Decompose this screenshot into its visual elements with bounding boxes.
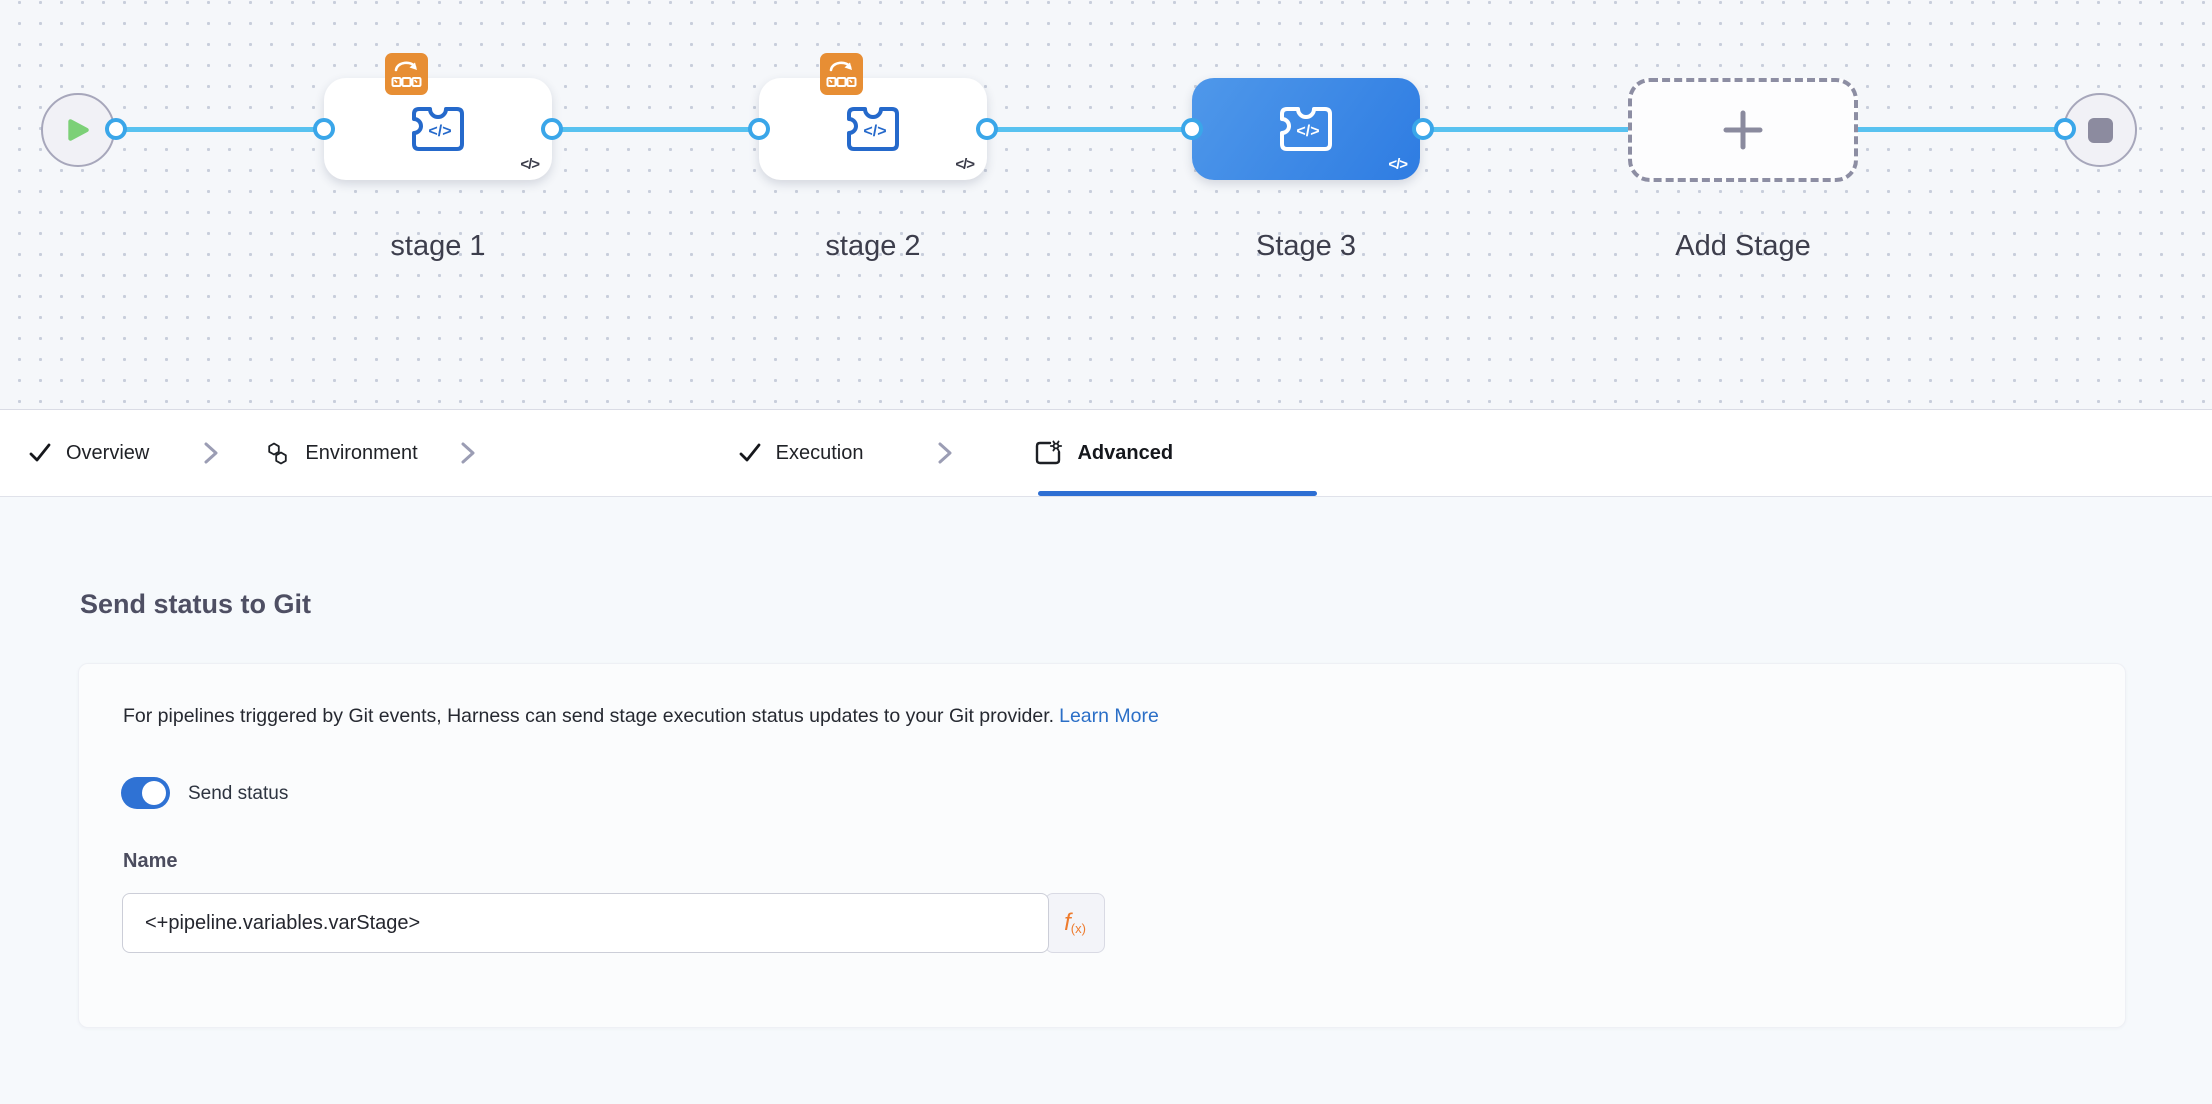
chevron-right-icon	[459, 440, 477, 466]
yaml-code-glyph: </>	[1388, 156, 1408, 173]
name-field-label: Name	[123, 850, 178, 872]
learn-more-link[interactable]: Learn More	[1059, 705, 1159, 727]
section-heading: Send status to Git	[80, 589, 312, 619]
port-stage1-in[interactable]	[313, 118, 335, 140]
yaml-code-glyph: </>	[955, 156, 975, 173]
rolling-update-badge-icon	[385, 53, 428, 95]
pipeline-connector-line	[78, 127, 2100, 132]
tab-overview[interactable]: Overview	[28, 441, 149, 465]
stage-code-glyph: </>	[428, 123, 451, 140]
name-input[interactable]	[122, 893, 1049, 953]
port-stage1-out[interactable]	[541, 118, 563, 140]
stage-card-stage-3-selected[interactable]: </> </>	[1192, 78, 1420, 180]
port-stage2-out[interactable]	[976, 118, 998, 140]
stage-code-glyph: </>	[1296, 123, 1319, 140]
tab-environment[interactable]: Environment	[264, 440, 418, 467]
fx-glyph: f	[1064, 909, 1071, 936]
tab-label: Execution	[775, 441, 864, 464]
tab-label: Overview	[66, 441, 150, 464]
toggle-label: Send status	[188, 783, 289, 804]
panel-gear-icon	[1036, 440, 1063, 465]
stage-label: stage 1	[390, 230, 486, 262]
check-icon	[739, 443, 761, 462]
stage-card-stage-1[interactable]: </> </>	[324, 53, 552, 180]
check-icon	[29, 443, 51, 462]
pipeline-end-node[interactable]	[2063, 93, 2137, 167]
tab-execution[interactable]: Execution	[738, 441, 864, 465]
toggle-knob	[142, 781, 166, 805]
port-start-out[interactable]	[105, 118, 127, 140]
advanced-panel: Send status to Git For pipelines trigger…	[0, 497, 2212, 1104]
stage-code-glyph: </>	[863, 123, 886, 140]
tab-label: Environment	[305, 441, 418, 464]
custom-stage-puzzle-icon: </>	[847, 107, 899, 151]
add-stage-label: Add Stage	[1675, 230, 1811, 262]
play-icon	[68, 119, 89, 141]
expression-fx-button[interactable]: f(x)	[1045, 893, 1105, 953]
port-stage3-out[interactable]	[1412, 118, 1434, 140]
rolling-update-badge-icon	[820, 53, 863, 95]
stage-config-tabbar: Overview Environment Execution	[0, 409, 2212, 497]
description-text: For pipelines triggered by Git events, H…	[123, 705, 1055, 727]
port-stage2-in[interactable]	[748, 118, 770, 140]
stage-card-stage-2[interactable]: </> </>	[759, 53, 987, 180]
add-stage-button[interactable]	[1628, 78, 1858, 182]
custom-stage-puzzle-icon: </>	[1280, 107, 1332, 151]
chevron-right-icon	[936, 440, 954, 466]
tab-label: Advanced	[1077, 441, 1174, 464]
hexagons-icon	[268, 442, 288, 464]
pipeline-start-node[interactable]	[41, 93, 115, 167]
pipeline-canvas[interactable]: </> </> </> </> </> </>	[0, 0, 2212, 409]
active-tab-underline	[1038, 491, 1317, 496]
port-end-in[interactable]	[2054, 118, 2076, 140]
plus-icon	[1723, 110, 1763, 150]
tab-advanced[interactable]: Advanced	[1031, 439, 1173, 467]
port-stage3-in[interactable]	[1181, 118, 1203, 140]
yaml-code-glyph: </>	[520, 156, 540, 173]
chevron-right-icon	[202, 440, 220, 466]
stage-label: Stage 3	[1256, 230, 1356, 262]
send-status-toggle[interactable]	[121, 777, 170, 809]
send-status-description: For pipelines triggered by Git events, H…	[123, 702, 1159, 730]
stage-label: stage 2	[825, 230, 921, 262]
custom-stage-puzzle-icon: </>	[412, 107, 464, 151]
stop-icon	[2087, 117, 2113, 143]
send-status-card: For pipelines triggered by Git events, H…	[78, 663, 2126, 1028]
